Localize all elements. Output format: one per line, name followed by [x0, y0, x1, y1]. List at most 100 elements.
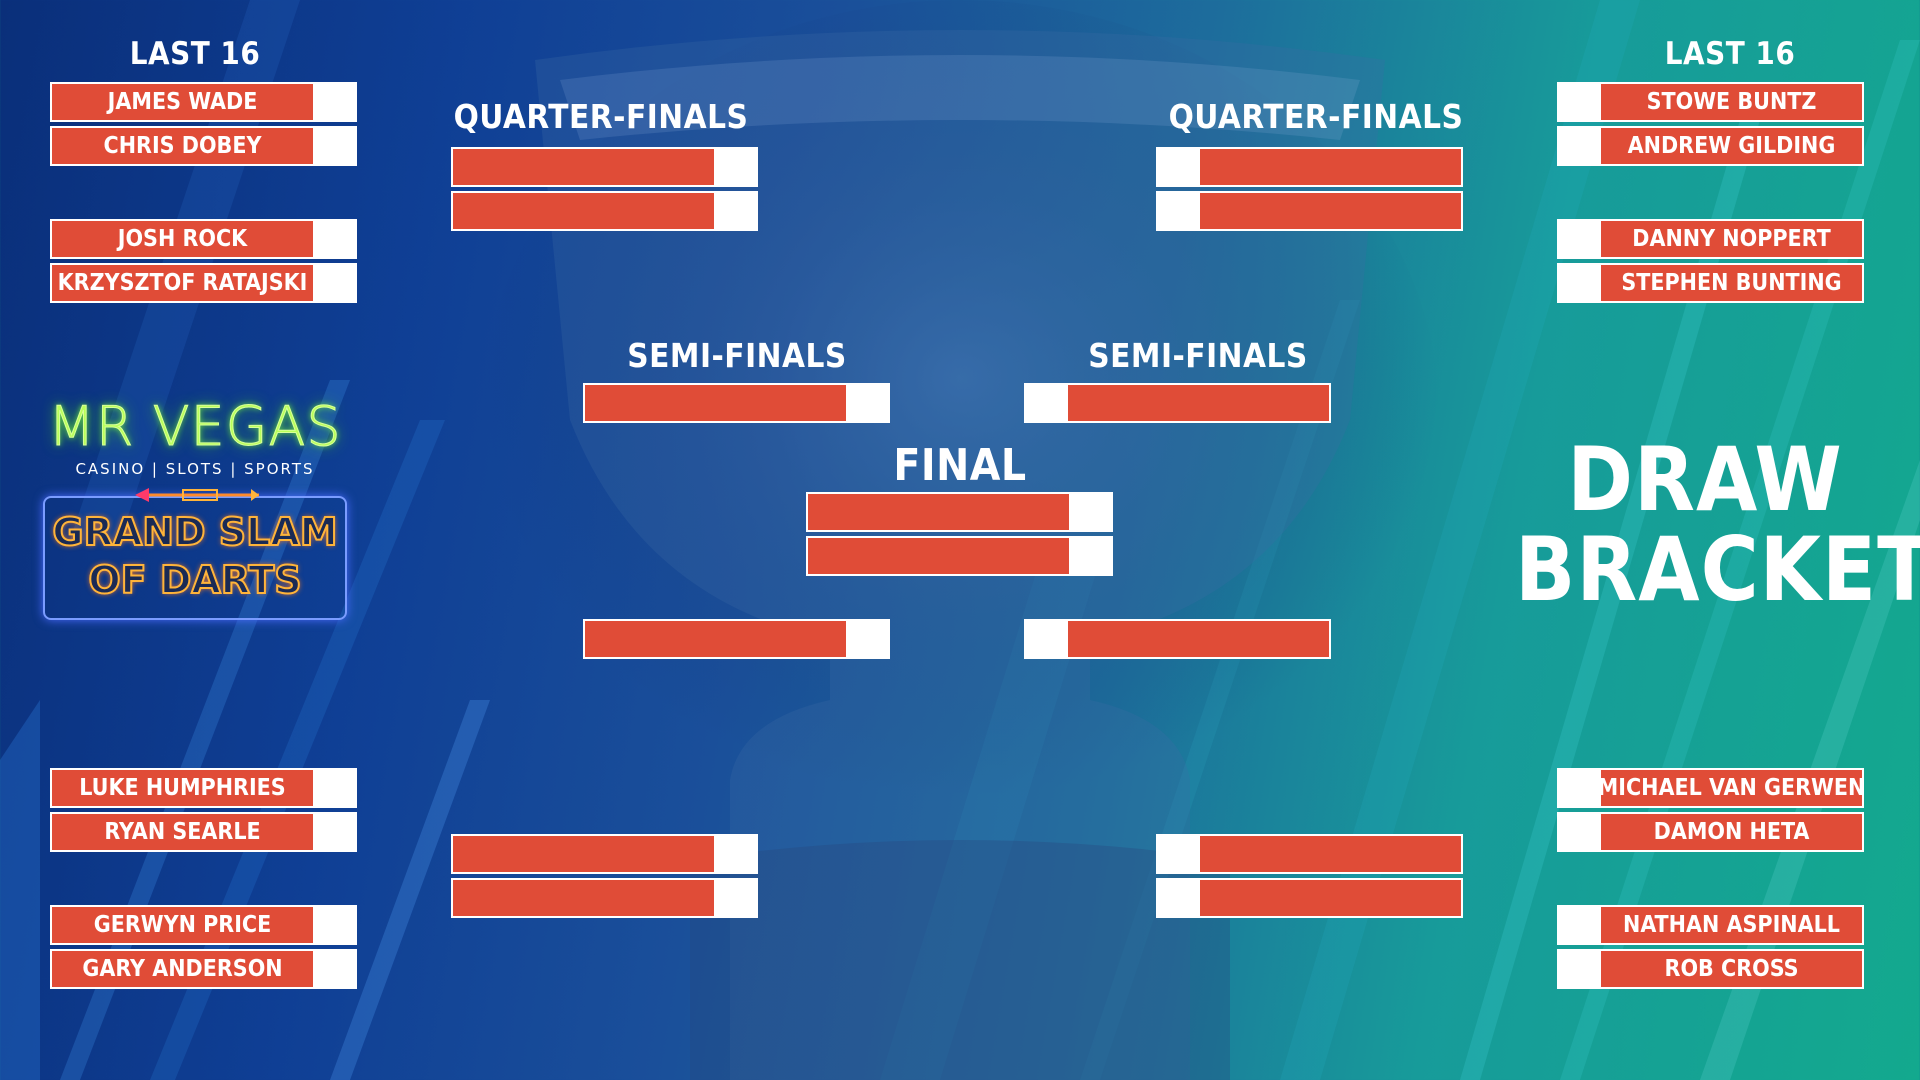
last16-heading-left: LAST 16	[40, 36, 350, 72]
last16-left-slot: RYAN SEARLE	[50, 812, 357, 852]
player-name	[1200, 193, 1461, 229]
semi-final-slot-right	[1024, 619, 1331, 659]
title-line2: BRACKET	[1515, 525, 1895, 615]
semi-final-slot-left	[583, 619, 890, 659]
quarter-final-slot-right	[1156, 834, 1463, 874]
event-logo: MR VEGAS CASINO | SLOTS | SPORTS GRAND S…	[40, 395, 350, 635]
quarter-final-slot-left	[451, 147, 758, 187]
last16-left-slot: KRZYSZTOF RATAJSKI	[50, 263, 357, 303]
score-box	[1158, 880, 1200, 916]
dart-icon	[135, 484, 265, 506]
quarter-final-slot-left	[451, 191, 758, 231]
score-box	[1158, 193, 1200, 229]
score-box	[714, 149, 756, 185]
player-name: CHRIS DOBEY	[52, 128, 313, 164]
semi-final-slot-right	[1024, 383, 1331, 423]
score-box	[846, 621, 888, 657]
last16-right-slot: MICHAEL VAN GERWEN	[1557, 768, 1864, 808]
player-name	[585, 621, 846, 657]
player-name: DANNY NOPPERT	[1601, 221, 1862, 257]
page-title: DRAW BRACKET	[1515, 435, 1895, 615]
score-box	[1559, 951, 1601, 987]
score-box	[313, 128, 355, 164]
score-box	[1026, 621, 1068, 657]
player-name	[808, 494, 1069, 530]
last16-left-slot: GARY ANDERSON	[50, 949, 357, 989]
score-box	[714, 193, 756, 229]
quarter-final-slot-right	[1156, 878, 1463, 918]
quarter-finals-heading-left: QUARTER-FINALS	[441, 97, 761, 136]
sponsor-logo-text: MR VEGAS	[40, 395, 350, 458]
quarter-final-slot-left	[451, 834, 758, 874]
player-name: GERWYN PRICE	[52, 907, 313, 943]
score-box	[1069, 494, 1111, 530]
player-name: MICHAEL VAN GERWEN	[1601, 770, 1862, 806]
sponsor-tagline: CASINO | SLOTS | SPORTS	[40, 460, 350, 478]
score-box	[313, 814, 355, 850]
score-box	[1559, 265, 1601, 301]
title-line1: DRAW	[1515, 435, 1895, 525]
last16-right-slot: NATHAN ASPINALL	[1557, 905, 1864, 945]
player-name	[453, 149, 714, 185]
last16-left-slot: CHRIS DOBEY	[50, 126, 357, 166]
player-name: STOWE BUNTZ	[1601, 84, 1862, 120]
last16-left-slot: GERWYN PRICE	[50, 905, 357, 945]
quarter-final-slot-left	[451, 878, 758, 918]
player-name	[1068, 385, 1329, 421]
player-name: JOSH ROCK	[52, 221, 313, 257]
last16-heading-right: LAST 16	[1575, 36, 1885, 72]
player-name	[585, 385, 846, 421]
event-logo-box: GRAND SLAM OF DARTS	[43, 496, 347, 620]
score-box	[1559, 907, 1601, 943]
score-box	[1158, 149, 1200, 185]
player-name: LUKE HUMPHRIES	[52, 770, 313, 806]
last16-left-slot: JOSH ROCK	[50, 219, 357, 259]
score-box	[313, 84, 355, 120]
score-box	[714, 880, 756, 916]
player-name: JAMES WADE	[52, 84, 313, 120]
quarter-finals-heading-right: QUARTER-FINALS	[1156, 97, 1476, 136]
quarter-final-slot-right	[1156, 191, 1463, 231]
player-name: NATHAN ASPINALL	[1601, 907, 1862, 943]
score-box	[313, 770, 355, 806]
last16-left-slot: LUKE HUMPHRIES	[50, 768, 357, 808]
last16-right-slot: DANNY NOPPERT	[1557, 219, 1864, 259]
quarter-final-slot-right	[1156, 147, 1463, 187]
event-name-line1: GRAND SLAM	[45, 508, 345, 556]
score-box	[1158, 836, 1200, 872]
player-name: GARY ANDERSON	[52, 951, 313, 987]
last16-right-slot: DAMON HETA	[1557, 812, 1864, 852]
player-name	[453, 193, 714, 229]
score-box	[1559, 814, 1601, 850]
player-name: ROB CROSS	[1601, 951, 1862, 987]
final-slot	[806, 536, 1113, 576]
score-box	[1559, 84, 1601, 120]
player-name	[453, 880, 714, 916]
score-box	[846, 385, 888, 421]
player-name	[1200, 836, 1461, 872]
score-box	[1026, 385, 1068, 421]
last16-right-slot: STOWE BUNTZ	[1557, 82, 1864, 122]
semi-final-slot-left	[583, 383, 890, 423]
score-box	[313, 951, 355, 987]
score-box	[1559, 128, 1601, 164]
player-name: KRZYSZTOF RATAJSKI	[52, 265, 313, 301]
player-name	[1200, 880, 1461, 916]
player-name: RYAN SEARLE	[52, 814, 313, 850]
last16-left-slot: JAMES WADE	[50, 82, 357, 122]
semi-finals-heading-left: SEMI-FINALS	[577, 336, 897, 375]
player-name: ANDREW GILDING	[1601, 128, 1862, 164]
last16-right-slot: ROB CROSS	[1557, 949, 1864, 989]
event-name-line2: OF DARTS	[45, 556, 345, 604]
player-name: STEPHEN BUNTING	[1601, 265, 1862, 301]
semi-finals-heading-right: SEMI-FINALS	[1038, 336, 1358, 375]
score-box	[1559, 221, 1601, 257]
final-slot	[806, 492, 1113, 532]
player-name	[453, 836, 714, 872]
score-box	[1069, 538, 1111, 574]
player-name: DAMON HETA	[1601, 814, 1862, 850]
score-box	[313, 265, 355, 301]
score-box	[1559, 770, 1601, 806]
player-name	[1200, 149, 1461, 185]
score-box	[714, 836, 756, 872]
